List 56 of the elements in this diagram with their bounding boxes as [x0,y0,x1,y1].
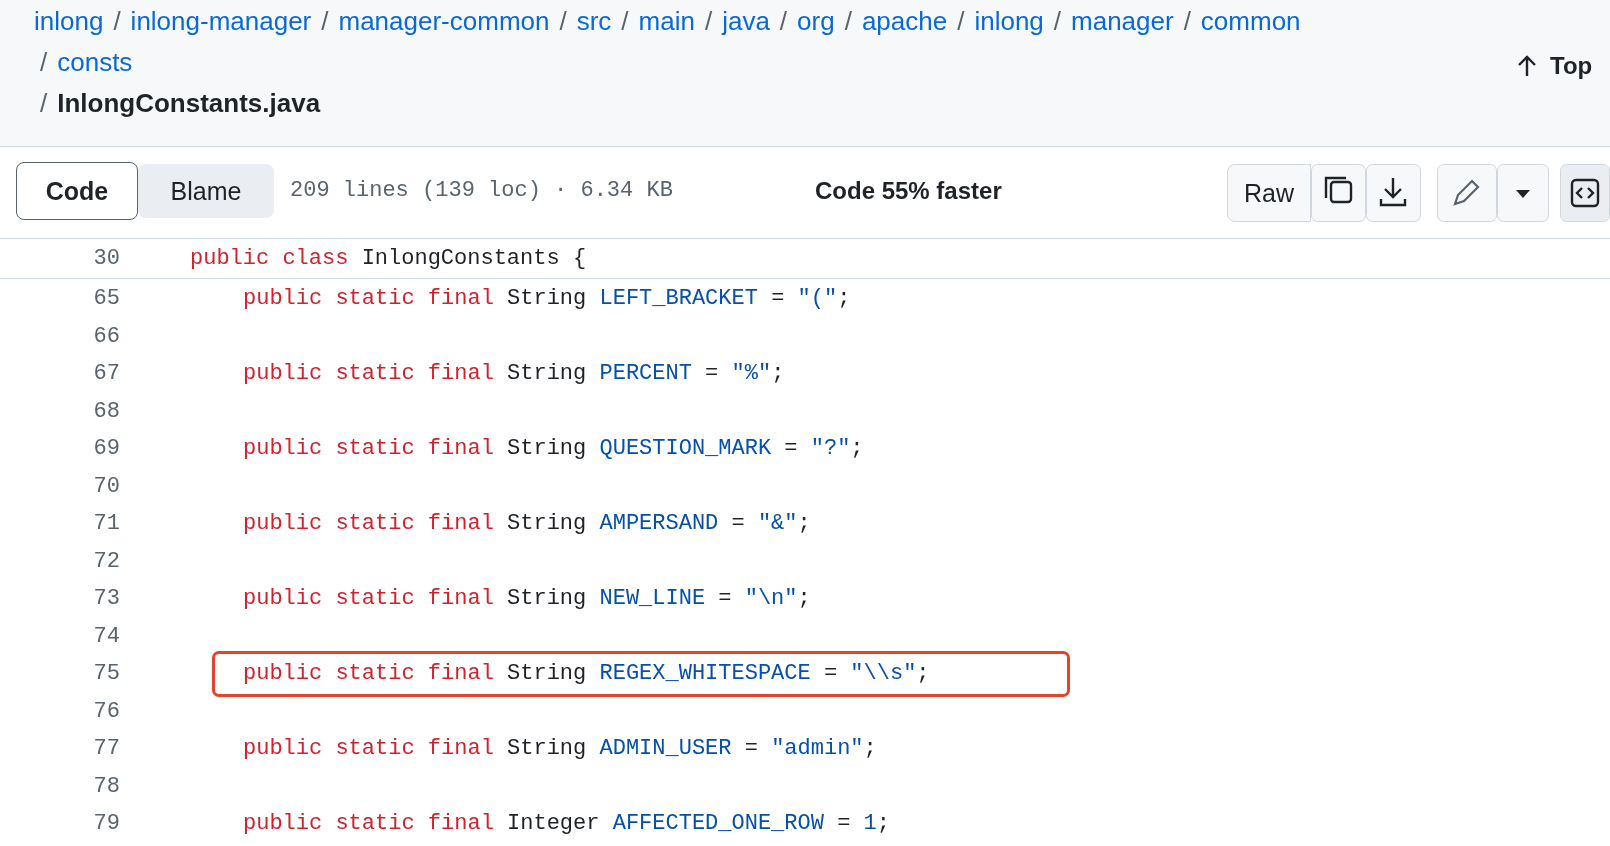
breadcrumb-separator: / [621,6,629,37]
tab: Blame [138,164,274,218]
breadcrumb-separator: / [1053,6,1062,37]
breadcrumb-link: common [1200,6,1301,37]
file-name: InlongConstants.java [57,88,321,119]
tab: Code [16,162,138,220]
breadcrumb-link: src [576,6,612,37]
breadcrumb-link: main [638,6,695,37]
breadcrumb-link: manager-common [338,6,550,37]
line-number: 65 [92,286,120,311]
line-number: 71 [92,511,120,536]
breadcrumb-link: inlong-manager [130,6,312,37]
code-line: public static final String QUESTION_MARK = "?"; [243,436,864,461]
breadcrumb-separator: / [113,6,121,37]
breadcrumb-separator: / [704,6,713,37]
code-line: public static final String LEFT_BRACKET = "("; [243,286,851,311]
breadcrumb-separator: / [40,47,48,78]
code-line: public static final String ADMIN_USER = "admin"; [243,736,877,761]
line-number: 70 [92,474,120,499]
line-number: 78 [92,774,120,799]
breadcrumb-link: manager [1071,6,1174,37]
line-number: 73 [92,586,120,611]
breadcrumb-separator: / [957,6,965,37]
breadcrumb-link: apache [861,6,948,37]
breadcrumb-separator: / [1183,6,1191,37]
line-number: 66 [92,324,120,349]
line-number: 79 [92,811,120,836]
highlight-box [212,651,1070,697]
code-line: public static final String PERCENT = "%"; [243,361,785,386]
top-link: Top [1550,52,1593,80]
line-number: 76 [92,699,120,724]
breadcrumb-separator: / [559,6,567,37]
line-number: 75 [92,661,120,686]
code-line: public class InlongConstants { [190,246,587,271]
breadcrumb-link: inlong [974,6,1044,37]
breadcrumb-separator: / [321,6,329,37]
breadcrumb-link: java [722,6,770,37]
raw-button: Raw [1227,164,1311,222]
breadcrumb-link: inlong [34,6,104,37]
code-line: public static final String AMPERSAND = "&"; [243,511,811,536]
breadcrumb-separator: / [779,6,788,37]
line-number: 74 [92,624,120,649]
code-line: public static final String NEW_LINE = "\n"; [243,586,811,611]
promo-text: Code 55% faster [815,177,1002,205]
line-number: 72 [92,549,120,574]
line-number: 77 [92,736,120,761]
line-number: 30 [92,246,120,271]
code-line: public static final Integer AFFECTED_ONE_ROW = 1; [243,811,890,836]
line-number: 68 [92,399,120,424]
breadcrumb-link: org [797,6,835,37]
line-number: 69 [92,436,120,461]
breadcrumb-separator: / [40,88,48,119]
code-line: public static final String REGEX_WHITESPACE = "\\s"; [243,661,930,686]
line-number: 67 [92,361,120,386]
breadcrumb-link: consts [57,47,133,78]
breadcrumb-separator: / [844,6,852,37]
